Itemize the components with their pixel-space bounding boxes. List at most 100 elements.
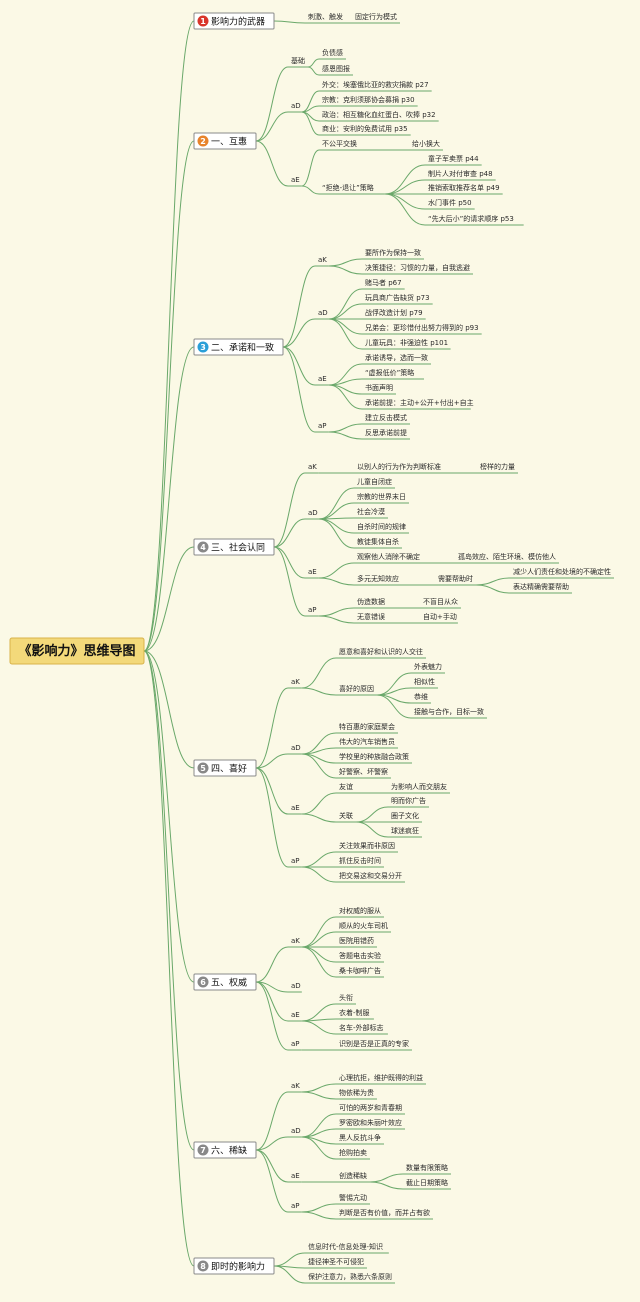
map-node-label[interactable]: 承诺诱导，选而一致 xyxy=(365,353,428,362)
map-node-label[interactable]: 童子军卖票 p44 xyxy=(428,154,479,163)
map-node-label[interactable]: aP xyxy=(291,857,300,865)
map-node-label[interactable]: 衣着-制服 xyxy=(339,1008,370,1017)
map-node-label[interactable]: 给小换大 xyxy=(412,139,440,148)
map-node-label[interactable]: aE xyxy=(291,1172,300,1180)
map-node-label[interactable]: 无意错误 xyxy=(357,612,385,621)
map-node-label[interactable]: 抢购拍卖 xyxy=(339,1148,367,1157)
map-node-label[interactable]: 要所作为保持一致 xyxy=(365,248,421,257)
map-node-label[interactable]: 特百惠的家庭聚会 xyxy=(339,722,395,731)
map-node-label[interactable]: aP xyxy=(308,606,317,614)
map-node-label[interactable]: 圈子文化 xyxy=(391,811,419,820)
map-node-label[interactable]: 榜样的力量 xyxy=(480,462,515,471)
map-node-label[interactable]: 球迷疯狂 xyxy=(391,826,419,835)
map-node-label[interactable]: 相似性 xyxy=(414,677,435,686)
map-node-label[interactable]: aD xyxy=(291,744,301,752)
map-node-label[interactable]: 以别人的行为作为判断标准 xyxy=(357,462,441,471)
map-node-label[interactable]: 截止日期策略 xyxy=(406,1178,448,1187)
map-node-label[interactable]: aE xyxy=(291,1011,300,1019)
map-node-label[interactable]: 把交易这和交易分开 xyxy=(339,871,402,880)
map-node-label[interactable]: 捷径神圣不可侵犯 xyxy=(308,1257,364,1266)
map-node-label[interactable]: 关联 xyxy=(339,811,353,820)
map-node-label[interactable]: 决策捷径：习惯的力量，自我逃避 xyxy=(365,263,470,272)
map-node-label[interactable]: 战俘改造计划 p79 xyxy=(365,308,423,317)
map-node-label[interactable]: aD xyxy=(291,982,301,990)
map-node-label[interactable]: 答题电击实验 xyxy=(339,951,381,960)
map-node-label[interactable]: 多元无知效应 xyxy=(357,574,399,583)
map-node-label[interactable]: 物依稀为贵 xyxy=(339,1088,374,1097)
map-node-label[interactable]: aK xyxy=(291,937,300,945)
map-node-label[interactable]: 推销索取推荐名单 p49 xyxy=(428,183,500,192)
map-node-label[interactable]: 喜好的原因 xyxy=(339,684,374,693)
map-node-label[interactable]: 外交：埃塞俄比亚的救灾捐款 p27 xyxy=(322,80,429,89)
map-node-label[interactable]: 对权威的服从 xyxy=(339,906,381,915)
map-node-label[interactable]: 友谊 xyxy=(339,782,353,791)
map-node-label[interactable]: 商业：安利的免费试用 p35 xyxy=(322,124,408,133)
map-node-label[interactable]: aP xyxy=(291,1202,300,1210)
map-node-label[interactable]: 为影响人而交朋友 xyxy=(391,782,447,791)
map-node-label[interactable]: aP xyxy=(318,422,327,430)
root-node[interactable]: 《影响力》思维导图 xyxy=(9,637,145,665)
map-node-label[interactable]: 心理抗拒，维护既得的利益 xyxy=(339,1073,423,1082)
map-node-label[interactable]: “拒绝-退让”策略 xyxy=(322,183,374,192)
map-node-label[interactable]: 自动+手动 xyxy=(423,612,457,621)
map-node-label[interactable]: 赌马者 p67 xyxy=(365,278,402,287)
map-node-label[interactable]: 判断是否有价值，而并占有欲 xyxy=(339,1208,430,1217)
map-node-label[interactable]: 书面声明 xyxy=(365,383,393,392)
map-node-label[interactable]: 黑人反抗斗争 xyxy=(339,1133,381,1142)
map-node-label[interactable]: 玩具商广告缺货 p73 xyxy=(365,293,430,302)
map-node-label[interactable]: 学校里的种族融合政策 xyxy=(339,752,409,761)
map-node-label[interactable]: 创造稀缺 xyxy=(339,1171,367,1180)
map-node-label[interactable]: 负债感 xyxy=(322,48,343,57)
map-node-label[interactable]: 教徒集体自杀 xyxy=(357,537,399,546)
map-node-label[interactable]: aE xyxy=(291,804,300,812)
map-node-label[interactable]: 制片人对付审查 p48 xyxy=(428,169,493,178)
map-node-label[interactable]: aE xyxy=(291,176,300,184)
map-node-label[interactable]: 罗密欧和朱丽叶效应 xyxy=(339,1118,402,1127)
map-node-label[interactable]: 头衔 xyxy=(339,993,353,1002)
map-node-label[interactable]: aK xyxy=(291,678,300,686)
map-node-label[interactable]: 孤岛效应、陌生环境、模仿他人 xyxy=(458,552,556,561)
map-node-label[interactable]: 感恩图报 xyxy=(322,64,350,73)
map-node-label[interactable]: 政治：相互糖化血红蛋白、吹捧 p32 xyxy=(322,110,436,119)
map-node-label[interactable]: 儿童玩具：非强迫性 p101 xyxy=(365,338,448,347)
map-node-label[interactable]: aD xyxy=(291,102,301,110)
map-node-label[interactable]: 伪造数据 xyxy=(357,597,385,606)
map-node-label[interactable]: 伟大的汽车销售员 xyxy=(339,737,395,746)
map-node-label[interactable]: 桑卡咖啡广告 xyxy=(339,966,381,975)
map-node-label[interactable]: 恭维 xyxy=(414,692,428,701)
map-node-label[interactable]: 识别是否是正真的专家 xyxy=(339,1039,409,1048)
map-node-label[interactable]: 明而你广告 xyxy=(391,796,426,805)
map-node-label[interactable]: “虚报低价”策略 xyxy=(365,368,414,377)
map-node-label[interactable]: 反思承诺前提 xyxy=(365,428,407,437)
map-node-label[interactable]: 承诺前提：主动+公开+付出+自主 xyxy=(365,398,474,407)
map-node-label[interactable]: aD xyxy=(318,309,328,317)
map-node-label[interactable]: 宗教：克利须那协会募捐 p30 xyxy=(322,95,415,104)
map-node-label[interactable]: 需要帮助时 xyxy=(438,574,473,583)
map-node-label[interactable]: 不公平交换 xyxy=(322,139,357,148)
map-node-label[interactable]: 建立反击模式 xyxy=(365,413,407,422)
map-node-label[interactable]: 社会冷漠 xyxy=(357,507,385,516)
map-node-label[interactable]: aP xyxy=(291,1040,300,1048)
map-node-label[interactable]: 保护注意力，熟悉六条原则 xyxy=(308,1272,392,1281)
map-node-label[interactable]: 可怕的两岁和青春期 xyxy=(339,1103,402,1112)
map-node-label[interactable]: 表达精确需要帮助 xyxy=(513,582,569,591)
map-node-label[interactable]: 顺从的火车司机 xyxy=(339,921,388,930)
map-node-label[interactable]: 宗教的世界末日 xyxy=(357,492,406,501)
map-node-label[interactable]: 信息时代-信息处理-知识 xyxy=(308,1242,383,1251)
map-node-label[interactable]: aE xyxy=(308,568,317,576)
map-node-label[interactable]: 好警察、坏警察 xyxy=(339,767,388,776)
map-node-label[interactable]: 水门事件 p50 xyxy=(428,198,472,207)
map-node-label[interactable]: 愿意和喜好和认识的人交往 xyxy=(339,647,423,656)
map-node-label[interactable]: 警惕亢动 xyxy=(339,1193,367,1202)
map-node-label[interactable]: 减少人们责任和处境的不确定性 xyxy=(513,567,611,576)
map-node-label[interactable]: 固定行为模式 xyxy=(355,12,397,21)
map-node-label[interactable]: 自杀时间的规律 xyxy=(357,522,406,531)
map-node-label[interactable]: 基础 xyxy=(291,56,305,65)
map-node-label[interactable]: aE xyxy=(318,375,327,383)
